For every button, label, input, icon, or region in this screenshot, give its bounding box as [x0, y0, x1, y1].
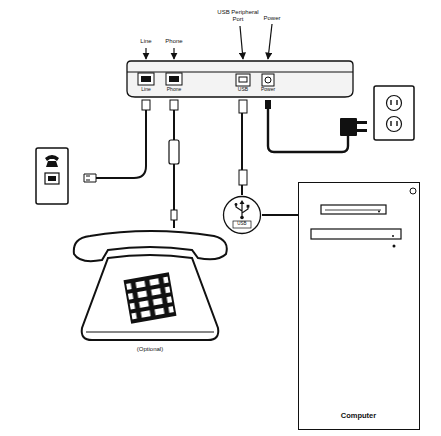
power-cord: [268, 100, 348, 152]
rj11-plug: [142, 100, 150, 110]
leader-arrows: [146, 24, 272, 59]
modem-device-outline: [125, 55, 355, 100]
usb-plug: [239, 100, 247, 113]
leader-arrow: [268, 24, 272, 59]
port-label: Phone: [162, 87, 186, 93]
device-name: Computer: [304, 412, 414, 420]
note-label: (Optional): [115, 346, 185, 353]
computer-tower-outline: [299, 183, 421, 431]
jack-plate: [36, 148, 68, 204]
power-cable: [265, 100, 367, 152]
port-label: USB: [234, 222, 250, 227]
outlet-plate: [374, 86, 414, 140]
port-callout: Line: [133, 38, 159, 45]
computer-tower: Computer: [298, 182, 420, 430]
port-label: Line: [134, 87, 158, 93]
power-adapter: [340, 118, 357, 136]
power-outlet: [374, 86, 414, 140]
telephone-outline: [68, 228, 233, 360]
leader-arrow: [145, 48, 146, 59]
adapter-prong: [357, 121, 367, 124]
socket: [387, 117, 402, 132]
cable: [262, 214, 298, 216]
rj11-plug: [171, 210, 177, 220]
usb-port-symbol: USB: [222, 195, 262, 235]
socket-slots: [391, 100, 397, 126]
leader-arrow: [173, 48, 174, 59]
socket: [387, 96, 402, 111]
jack-socket: [45, 173, 59, 184]
adapter-prong: [357, 129, 367, 132]
power-plug: [265, 100, 271, 109]
rj11-plug: [84, 174, 96, 182]
phone-line-cord: [96, 100, 146, 178]
telephone: (Optional): [68, 228, 233, 360]
leader-arrow: [240, 26, 243, 59]
usb-plug: [239, 170, 247, 185]
usb-port-symbol-outline: [222, 195, 262, 235]
port-label: Power: [256, 87, 280, 93]
wall-phone-jack: [36, 148, 68, 204]
jack-hole: [48, 176, 56, 181]
rj11-plug: [170, 100, 178, 110]
port-callout: USB Peripheral Port: [215, 9, 261, 23]
modem-device: Line Phone USBPower: [125, 55, 355, 100]
port-callout: Power: [260, 15, 284, 22]
phone-icon: [45, 155, 59, 167]
port-callout: Phone: [161, 38, 187, 45]
port-label: USB: [231, 87, 255, 93]
line-cable: [84, 100, 150, 182]
line-filter: [169, 140, 179, 164]
